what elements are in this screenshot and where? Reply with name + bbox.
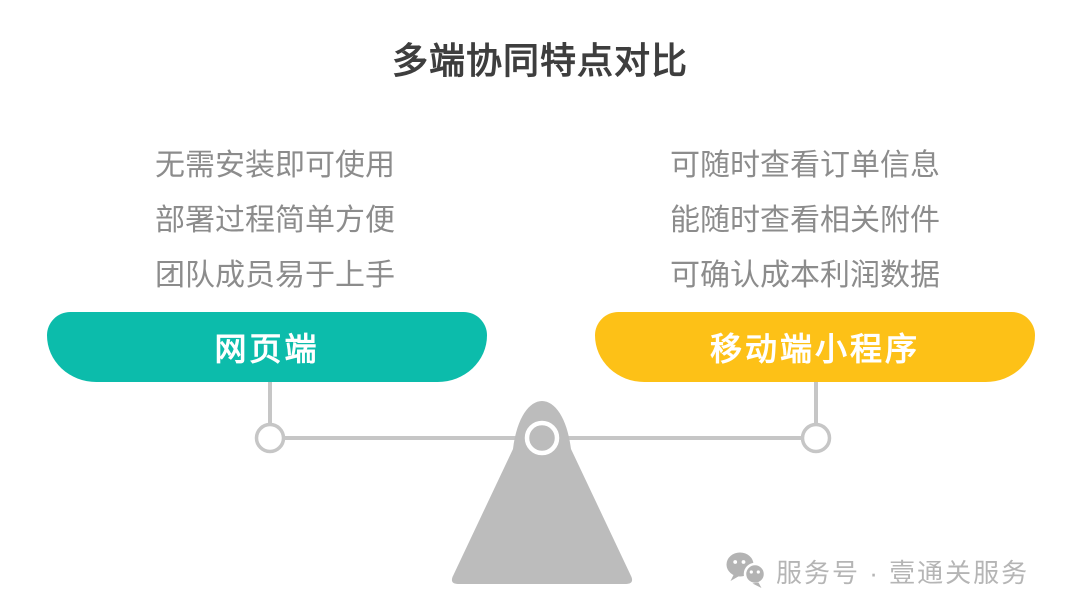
web-feature-list: 无需安装即可使用 部署过程简单方便 团队成员易于上手 [155,138,395,303]
pivot-circle [524,420,560,456]
miniapp-label: 移动端小程序 [709,331,920,367]
miniapp-feature-item: 可确认成本利润数据 [670,259,940,292]
web-feature-item: 团队成员易于上手 [155,259,395,292]
web-label: 网页端 [214,331,320,367]
fulcrum-triangle [451,401,633,584]
footer-account-text: 服务号 · 壹通关服务 [776,557,1030,588]
footer-watermark: 服务号 · 壹通关服务 [726,552,1029,590]
miniapp-feature-item: 可随时查看订单信息 [670,149,940,182]
right-beam-circle [800,422,832,454]
web-label-pill: 网页端 [47,312,487,382]
miniapp-label-pill: 移动端小程序 [595,312,1035,382]
miniapp-feature-item: 能随时查看相关附件 [670,204,940,237]
web-feature-item: 部署过程简单方便 [155,204,395,237]
web-feature-item: 无需安装即可使用 [155,149,395,182]
page-title: 多端协同特点对比 [391,40,688,81]
wechat-icon [726,552,767,588]
left-beam-circle [254,422,286,454]
miniapp-feature-list: 可随时查看订单信息 能随时查看相关附件 可确认成本利润数据 [670,138,940,303]
